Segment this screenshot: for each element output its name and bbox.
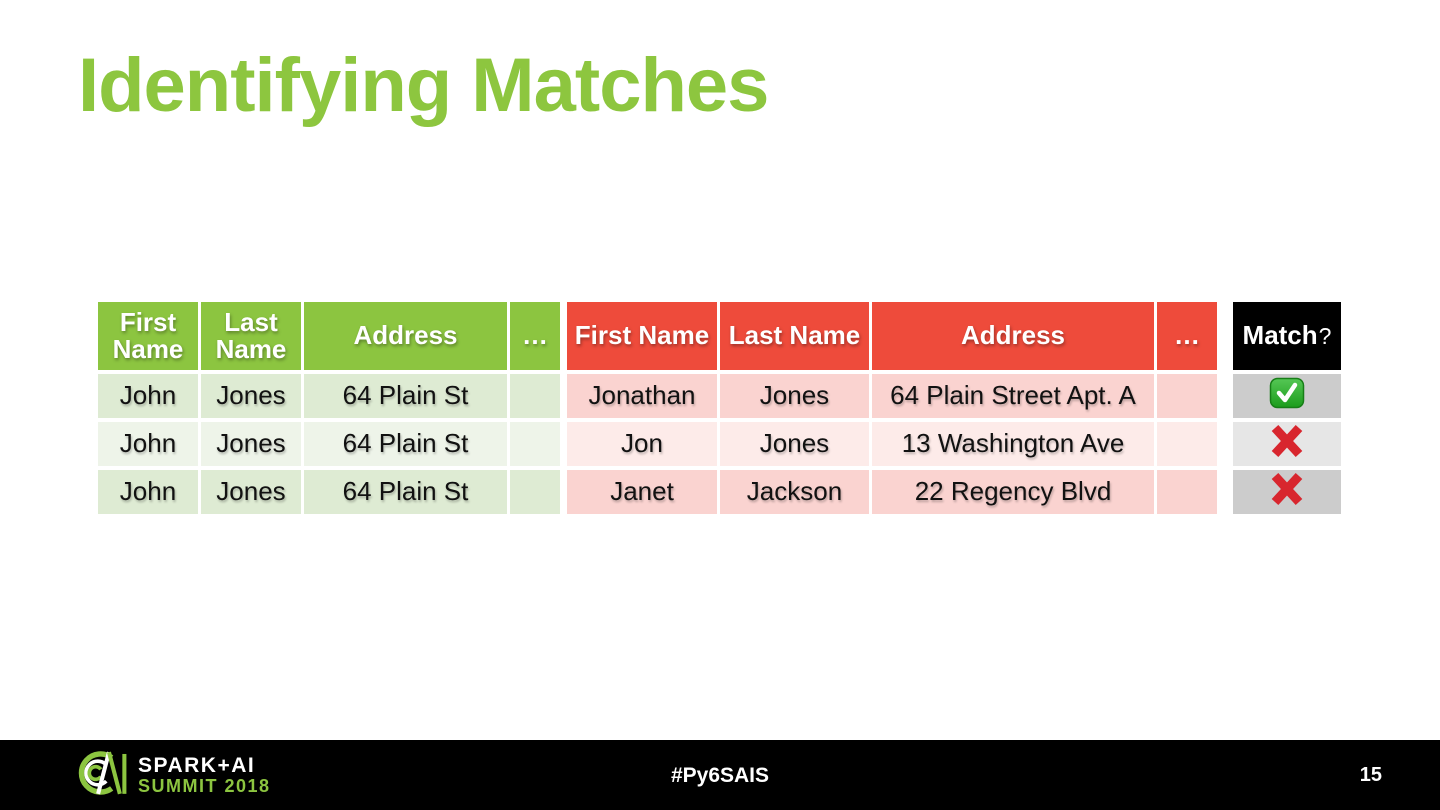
column-header-ellipsis: … bbox=[1157, 302, 1217, 370]
table-cell: Janet bbox=[567, 470, 717, 514]
table-cell: 64 Plain St bbox=[304, 422, 507, 466]
table-cell: Jonathan bbox=[567, 374, 717, 418]
cross-icon bbox=[1269, 424, 1305, 463]
match-header-label: Match bbox=[1242, 320, 1318, 351]
table-cell bbox=[1157, 470, 1217, 514]
column-header-last-name: Last Name bbox=[720, 302, 869, 370]
logo-wordmark: SPARK+AI SUMMIT 2018 bbox=[138, 754, 271, 797]
table-cell bbox=[1157, 374, 1217, 418]
event-hashtag: #Py6SAIS bbox=[670, 764, 770, 787]
check-icon bbox=[1269, 377, 1305, 414]
table-cell: John bbox=[98, 470, 198, 514]
table-cell: 64 Plain Street Apt. A bbox=[872, 374, 1154, 418]
source-records-table: First Name Last Name Address … John Jone… bbox=[98, 302, 560, 514]
table-cell: 13 Washington Ave bbox=[872, 422, 1154, 466]
column-header-ellipsis: … bbox=[510, 302, 560, 370]
table-cell bbox=[510, 374, 560, 418]
column-header-first-name: First Name bbox=[567, 302, 717, 370]
match-result-cell bbox=[1233, 422, 1341, 466]
table-cell: Jackson bbox=[720, 470, 869, 514]
column-header-address: Address bbox=[304, 302, 507, 370]
page-title: Identifying Matches bbox=[78, 43, 769, 128]
table-cell: 64 Plain St bbox=[304, 470, 507, 514]
table-cell: 22 Regency Blvd bbox=[872, 470, 1154, 514]
table-cell: Jones bbox=[201, 470, 301, 514]
footer-bar: SPARK+AI SUMMIT 2018 #Py6SAIS 15 bbox=[0, 740, 1440, 810]
column-header-address: Address bbox=[872, 302, 1154, 370]
table-cell: Jones bbox=[720, 374, 869, 418]
table-cell: Jon bbox=[567, 422, 717, 466]
slide-page-number: 15 bbox=[1359, 764, 1382, 786]
match-header-question-mark: ? bbox=[1318, 322, 1332, 349]
spark-ai-summit-logo: SPARK+AI SUMMIT 2018 bbox=[70, 748, 271, 802]
table-cell: John bbox=[98, 422, 198, 466]
column-header-match: Match? bbox=[1233, 302, 1341, 370]
table-cell bbox=[510, 470, 560, 514]
cross-icon bbox=[1269, 472, 1305, 511]
table-cell bbox=[1157, 422, 1217, 466]
table-cell: Jones bbox=[720, 422, 869, 466]
table-cell: John bbox=[98, 374, 198, 418]
match-result-column: Match? bbox=[1233, 302, 1341, 514]
candidate-records-table: First Name Last Name Address … Jonathan … bbox=[567, 302, 1217, 514]
column-header-last-name: Last Name bbox=[201, 302, 301, 370]
match-result-cell bbox=[1233, 374, 1341, 418]
table-cell: 64 Plain St bbox=[304, 374, 507, 418]
table-cell: Jones bbox=[201, 374, 301, 418]
column-header-first-name: First Name bbox=[98, 302, 198, 370]
spark-summit-logo-icon bbox=[70, 746, 128, 805]
logo-subtitle: SUMMIT 2018 bbox=[138, 775, 271, 796]
logo-title: SPARK+AI bbox=[138, 753, 256, 777]
match-result-cell bbox=[1233, 470, 1341, 514]
table-cell bbox=[510, 422, 560, 466]
table-cell: Jones bbox=[201, 422, 301, 466]
